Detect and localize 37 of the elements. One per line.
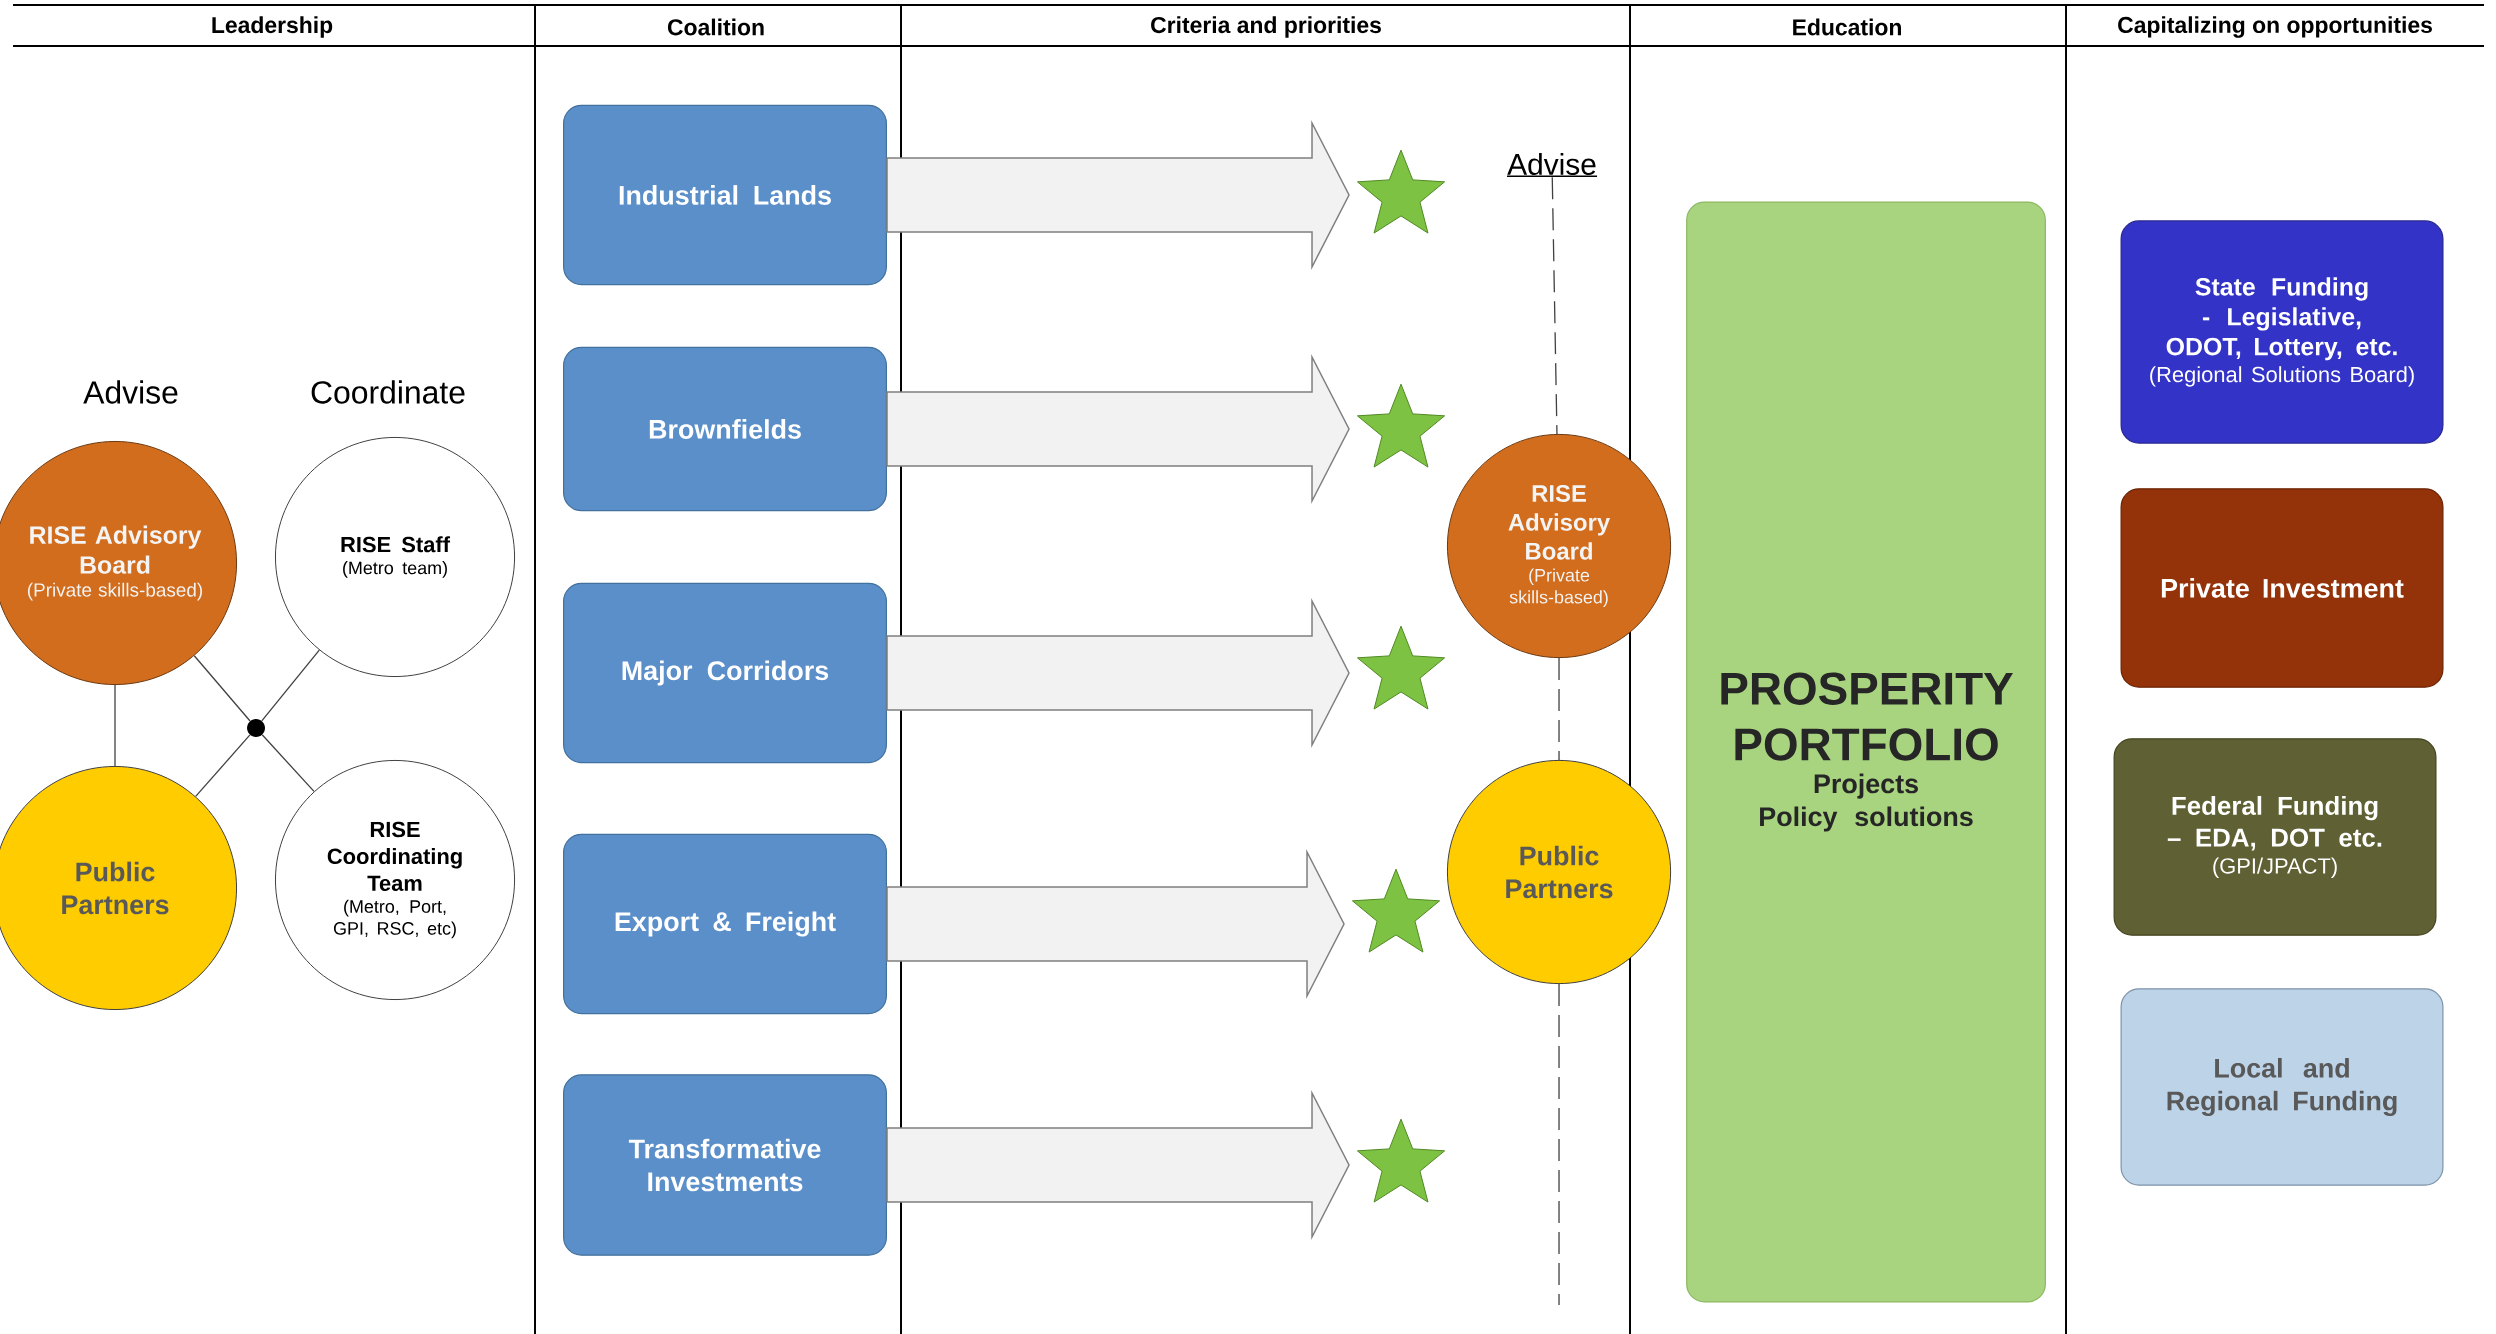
connector-line bbox=[193, 655, 251, 722]
category-box: Export & Freight bbox=[563, 833, 887, 1015]
connector-line bbox=[261, 649, 320, 722]
category-box: Transformative Investments bbox=[563, 1074, 887, 1256]
star bbox=[1356, 1118, 1446, 1203]
funding-box: State Funding - Legislative, ODOT, Lottery, etc. (Regional Solutions Board) bbox=[2120, 220, 2444, 444]
block-arrow bbox=[886, 353, 1350, 505]
star bbox=[1356, 625, 1446, 710]
block-arrow bbox=[886, 848, 1345, 1000]
column-note: Advise bbox=[1506, 153, 1598, 177]
connector-line bbox=[195, 734, 251, 798]
block-arrow bbox=[886, 597, 1350, 749]
category-box: Brownfields bbox=[563, 346, 887, 512]
group-heading: Advise bbox=[83, 380, 178, 404]
category-box: Major Corridors bbox=[563, 582, 887, 764]
column-header: Capitalizing on opportunities bbox=[2118, 16, 2432, 38]
funding-box: Local and Regional Funding bbox=[2120, 988, 2444, 1186]
group-heading: Coordinate bbox=[311, 380, 465, 404]
column-header: Criteria and priorities bbox=[1151, 16, 1381, 38]
block-arrow bbox=[886, 1089, 1350, 1241]
column-header: Leadership bbox=[212, 16, 333, 38]
column-header: Education bbox=[1793, 18, 1901, 36]
connector-line bbox=[114, 684, 116, 767]
dashed-line bbox=[1558, 657, 1560, 761]
star bbox=[1356, 383, 1446, 468]
column-header: Coalition bbox=[667, 18, 764, 36]
category-box: Industrial Lands bbox=[563, 104, 887, 286]
block-arrow bbox=[886, 119, 1350, 271]
portfolio-panel: PROSPERITY PORTFOLIO Projects Policy solutions bbox=[1686, 201, 2046, 1303]
dashed-line bbox=[1558, 983, 1560, 1306]
connector-line bbox=[261, 734, 315, 793]
dashed-line bbox=[1551, 176, 1558, 435]
junction-dot bbox=[247, 719, 265, 737]
funding-box: Private Investment bbox=[2120, 488, 2444, 688]
funding-box: Federal Funding – EDA, DOT etc. (GPI/JPACT) bbox=[2113, 738, 2437, 936]
star bbox=[1351, 868, 1441, 953]
star bbox=[1356, 149, 1446, 234]
